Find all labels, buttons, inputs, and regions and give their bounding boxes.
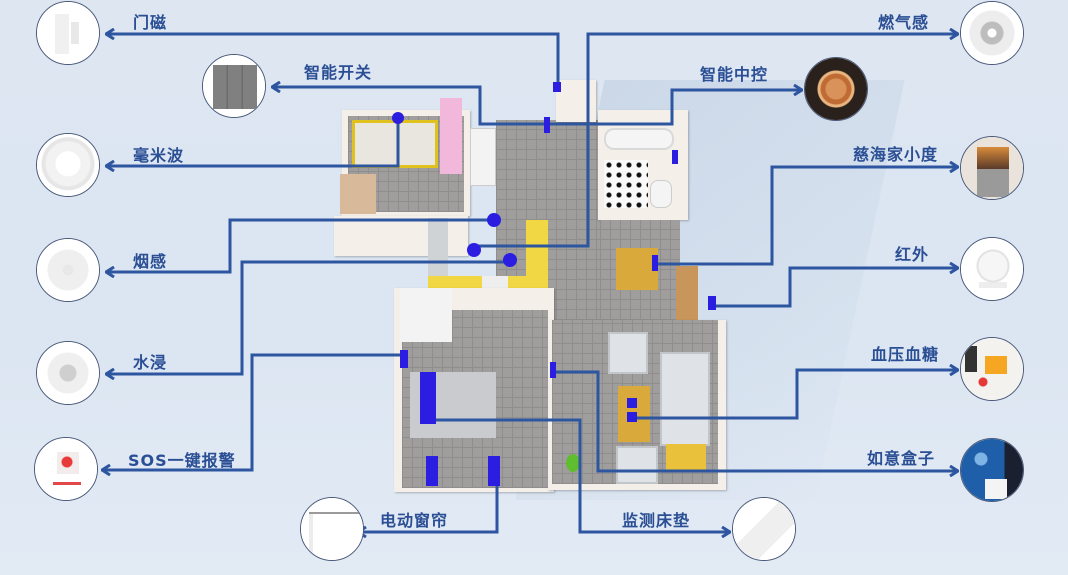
bathroom-tiles: [604, 160, 648, 208]
sos-button-icon: [34, 437, 98, 501]
monitoring-mattress-icon: [732, 497, 796, 561]
toilet: [650, 180, 672, 208]
label-curtain: 电动窗帘: [380, 511, 449, 530]
wardrobe: [400, 288, 452, 342]
dining-table: [616, 248, 658, 290]
wall-switch-icon: [202, 54, 266, 118]
blood-pressure-monitor-icon: [960, 337, 1024, 401]
label-hub: 智能中控: [700, 65, 769, 84]
gas-detector-icon: [960, 1, 1024, 65]
label-smoke: 烟感: [133, 252, 168, 271]
infrared-sensor-icon: [960, 237, 1024, 301]
label-door-sensor: 门磁: [133, 13, 168, 32]
label-bp: 血压血糖: [871, 345, 940, 364]
ruyi-box-icon: [960, 438, 1024, 502]
smart-display-speaker-icon: [960, 136, 1024, 200]
label-mattress: 监测床垫: [622, 511, 691, 530]
label-smart-switch: 智能开关: [304, 63, 373, 82]
armchair: [608, 332, 648, 374]
door-magnet-sensor-icon: [36, 1, 100, 65]
label-speaker: 慈海家小度: [853, 145, 939, 164]
label-gas: 燃气感: [878, 13, 930, 32]
desk: [340, 174, 376, 214]
armchair: [616, 446, 658, 484]
label-mmwave: 毫米波: [133, 146, 185, 165]
electric-curtain-icon: [300, 497, 364, 561]
label-sos: SOS一键报警: [128, 451, 236, 470]
water-leak-sensor-icon: [36, 341, 100, 405]
apartment-floorplan: [330, 80, 730, 510]
label-infrared: 红外: [895, 245, 930, 264]
plant: [566, 454, 580, 472]
smoke-detector-icon: [36, 238, 100, 302]
bathtub: [604, 128, 674, 150]
refrigerator: [440, 98, 462, 174]
label-ruyi: 如意盒子: [867, 449, 936, 468]
smart-control-panel-icon: [804, 57, 868, 121]
millimeter-wave-sensor-icon: [36, 133, 100, 197]
washing-machine: [470, 128, 496, 186]
side-table: [666, 444, 706, 472]
label-water: 水浸: [133, 353, 168, 372]
